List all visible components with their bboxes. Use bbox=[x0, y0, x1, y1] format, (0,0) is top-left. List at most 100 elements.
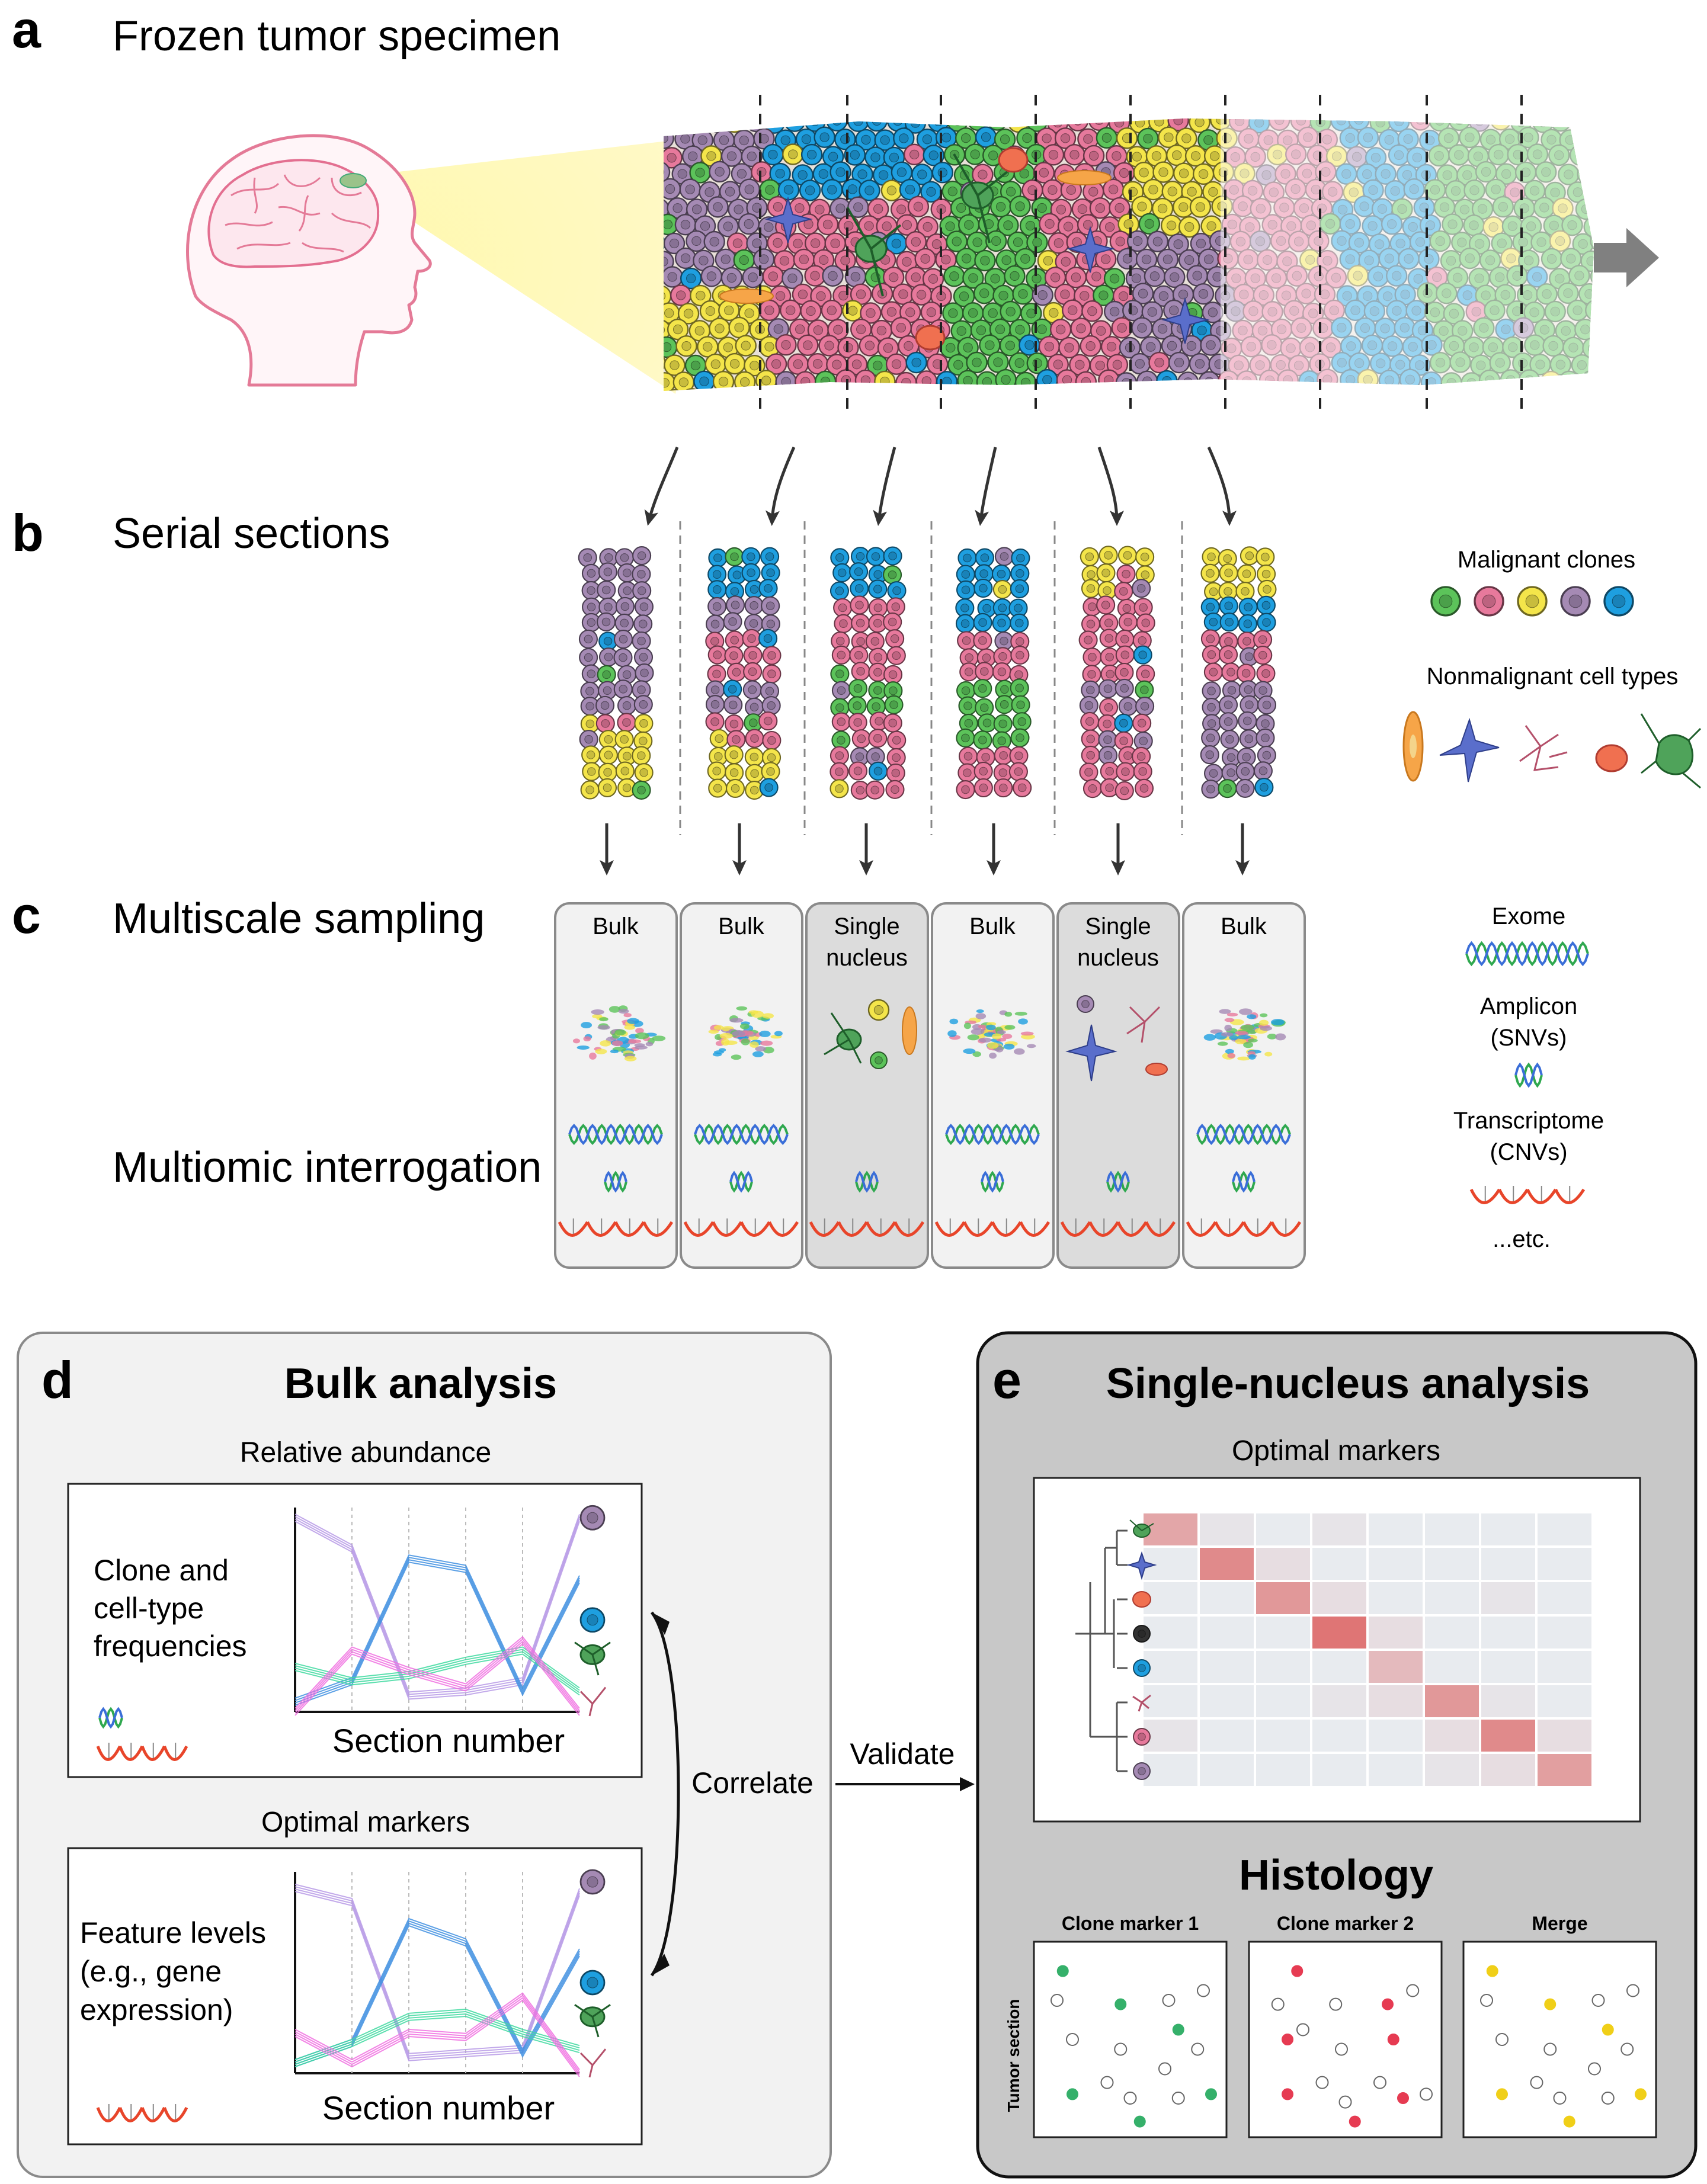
tumor-cell bbox=[992, 731, 1011, 751]
tumor-cell bbox=[1096, 563, 1116, 583]
bulk-fragment bbox=[1267, 1034, 1277, 1040]
tumor-cell bbox=[633, 695, 653, 714]
tumor-cell bbox=[733, 249, 755, 271]
histology-panel-2: Clone marker 2 bbox=[1248, 1913, 1443, 2138]
tumor-cell bbox=[1049, 319, 1072, 341]
tumor-cell bbox=[744, 747, 764, 767]
tumor-cell bbox=[866, 547, 886, 566]
tumor-cell bbox=[1599, 284, 1619, 304]
tumor-cell bbox=[1201, 780, 1221, 799]
tumor-cell bbox=[700, 265, 723, 287]
tumor-cell bbox=[849, 646, 869, 665]
tumor-cell bbox=[917, 216, 939, 238]
transcriptome-icon bbox=[1469, 1186, 1586, 1204]
tumor-cell bbox=[1079, 695, 1098, 715]
tumor-cell bbox=[1080, 335, 1101, 357]
negative-cell bbox=[1591, 1994, 1605, 2007]
tumor-cell bbox=[1044, 387, 1067, 391]
tumor-cell bbox=[1004, 389, 1026, 391]
tumor-cell bbox=[759, 778, 779, 797]
bulk-fragment bbox=[591, 1009, 604, 1015]
tumor-cell bbox=[614, 730, 634, 749]
tumor-cell bbox=[867, 198, 889, 220]
heatmap-cell bbox=[1369, 1513, 1423, 1545]
tumor-cell bbox=[633, 647, 654, 667]
relative-abundance-heading: Relative abundance bbox=[240, 1437, 491, 1468]
tumor-cell bbox=[787, 353, 809, 375]
tumor-cell bbox=[1200, 629, 1220, 649]
tumor-cell bbox=[958, 696, 978, 716]
heatmap-cell bbox=[1256, 1685, 1310, 1717]
tumor-cell bbox=[1118, 612, 1138, 632]
panel-c: c Multiscale sampling Multiomic interrog… bbox=[12, 886, 1604, 1269]
tumor-cell bbox=[1591, 352, 1594, 375]
tumor-cell bbox=[865, 780, 885, 800]
tumor-cell bbox=[726, 730, 746, 749]
negative-cell bbox=[1197, 1984, 1210, 1997]
tumor-cell bbox=[885, 780, 905, 799]
sample-box-label: Single bbox=[1085, 913, 1151, 939]
tumor-cell bbox=[1345, 386, 1367, 391]
tumor-cell bbox=[780, 299, 802, 321]
tumor-cell bbox=[634, 714, 654, 733]
tumor-cell bbox=[1075, 371, 1097, 391]
bulk-fragment bbox=[1258, 1019, 1269, 1026]
tumor-cell bbox=[1116, 762, 1135, 781]
tumor-cell bbox=[1083, 647, 1102, 667]
tumor-cell bbox=[1012, 712, 1032, 732]
dna-icon bbox=[1514, 1062, 1543, 1088]
positive-cell bbox=[1280, 2032, 1295, 2047]
tumor-cell bbox=[708, 548, 728, 567]
tumor-cell bbox=[1177, 371, 1199, 391]
sample-box-frame bbox=[680, 902, 803, 1269]
tumor-cell bbox=[1192, 283, 1215, 305]
clone-legend-cell bbox=[1517, 586, 1548, 617]
bulk-fragment bbox=[971, 1028, 985, 1035]
tumor-cell bbox=[1220, 730, 1240, 749]
tumor-cell bbox=[887, 730, 907, 750]
positive-cell bbox=[1562, 2114, 1577, 2129]
tumor-cell bbox=[761, 762, 780, 781]
tumor-cell bbox=[1056, 369, 1078, 391]
legend-nonmalignant-label: Nonmalignant cell types bbox=[1427, 663, 1679, 689]
positive-cell bbox=[1543, 1997, 1558, 2012]
tumor-cell bbox=[1081, 745, 1100, 765]
tumor-cell bbox=[1082, 665, 1101, 684]
bulk-fragment bbox=[992, 1033, 1002, 1040]
tumor-cell bbox=[947, 354, 969, 376]
neurite bbox=[1129, 1519, 1154, 1531]
heatmap-cell bbox=[1144, 1651, 1197, 1683]
astrocyte bbox=[1067, 226, 1115, 273]
tumor-section-label: Tumor section bbox=[1004, 1999, 1023, 2112]
tumor-cell bbox=[1226, 389, 1248, 391]
neuron-icon bbox=[1640, 713, 1702, 789]
negative-cell bbox=[1158, 2062, 1171, 2076]
bulk-fragment bbox=[760, 1040, 773, 1046]
bulk-fragment bbox=[614, 1029, 626, 1035]
panel-c-title: Multiscale sampling bbox=[113, 895, 485, 942]
tumor-cell bbox=[1146, 230, 1169, 252]
negative-cell bbox=[1162, 1994, 1176, 2007]
tumor-cell bbox=[922, 268, 944, 290]
tumor-cell bbox=[1042, 179, 1064, 201]
tumor-cell bbox=[782, 267, 803, 290]
tumor-cell bbox=[1116, 248, 1139, 270]
tumor-cell bbox=[1219, 612, 1239, 632]
tumor-cell bbox=[1237, 564, 1257, 583]
heatmap-cell bbox=[1256, 1754, 1310, 1786]
correlate-arrowhead-bottom bbox=[652, 1954, 670, 1975]
tumor-cell bbox=[955, 614, 975, 633]
bulk-fragment bbox=[1248, 1054, 1256, 1060]
tumor-cell bbox=[689, 162, 711, 184]
validate-connector: Validate bbox=[835, 1737, 975, 1791]
tumor-cell bbox=[854, 369, 877, 391]
tumor-cell bbox=[850, 780, 870, 800]
tumor-cell bbox=[632, 565, 651, 584]
tumor-cell bbox=[1590, 118, 1594, 131]
tumor-cell bbox=[758, 628, 778, 648]
tumor-cell bbox=[1009, 195, 1031, 217]
tumor-cell bbox=[1010, 579, 1029, 598]
tumor-cell bbox=[664, 251, 674, 272]
tumor-cell bbox=[1141, 301, 1163, 323]
